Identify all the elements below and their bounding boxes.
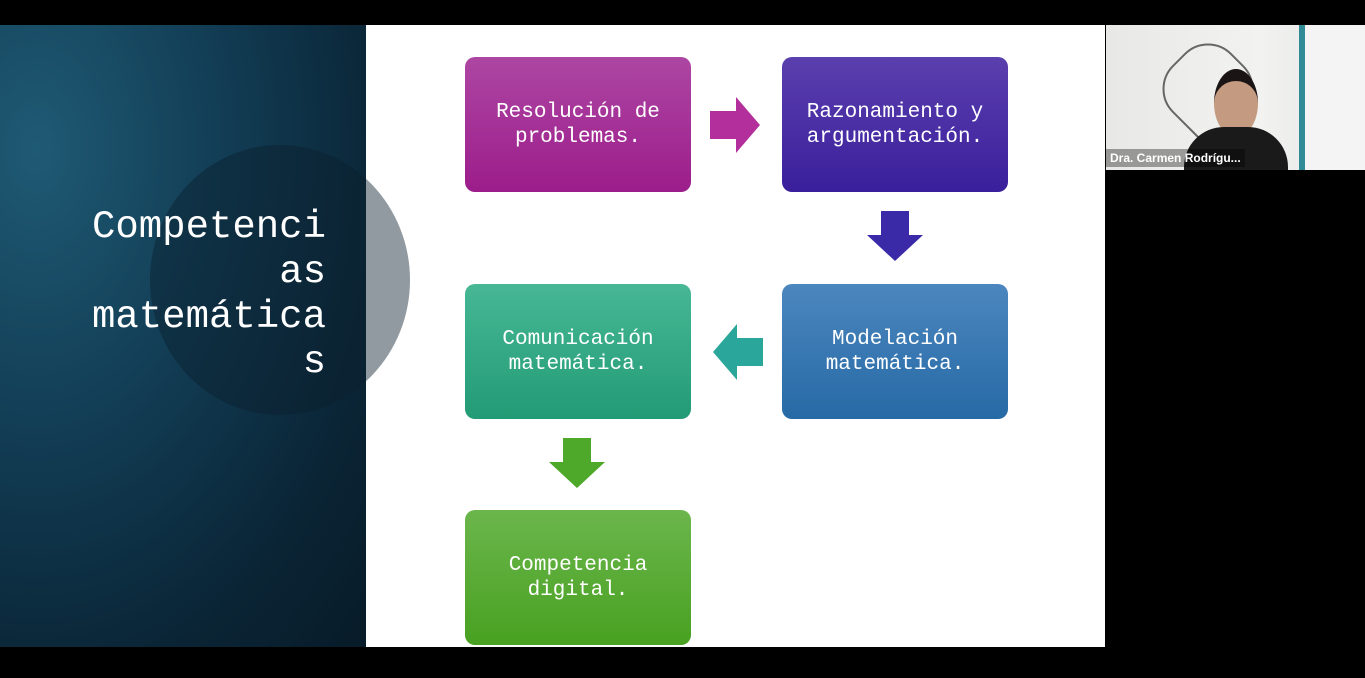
shared-slide: Competenci as matemática s Resolución de… (0, 25, 1105, 647)
decorative-arc (150, 145, 410, 415)
slide-title-panel: Competenci as matemática s (0, 25, 410, 647)
arrow-right-icon (710, 97, 760, 153)
participant-video (1176, 65, 1296, 170)
slide-title: Competenci as matemática s (91, 205, 326, 384)
arrow-left-icon (713, 324, 763, 380)
box-razonamiento: Razonamiento y argumentación. (782, 57, 1008, 192)
participant-video-tile[interactable]: Dra. Carmen Rodrígu... (1106, 25, 1365, 170)
box-competencia-digital: Competencia digital. (465, 510, 691, 645)
arrow-down-icon (549, 438, 605, 488)
box-resolucion-problemas: Resolución de problemas. (465, 57, 691, 192)
participant-name: Dra. Carmen Rodrígu... (1106, 149, 1245, 167)
arrow-down-icon (867, 211, 923, 261)
background-shelf (1299, 25, 1365, 170)
box-modelacion: Modelación matemática. (782, 284, 1008, 419)
box-comunicacion: Comunicación matemática. (465, 284, 691, 419)
